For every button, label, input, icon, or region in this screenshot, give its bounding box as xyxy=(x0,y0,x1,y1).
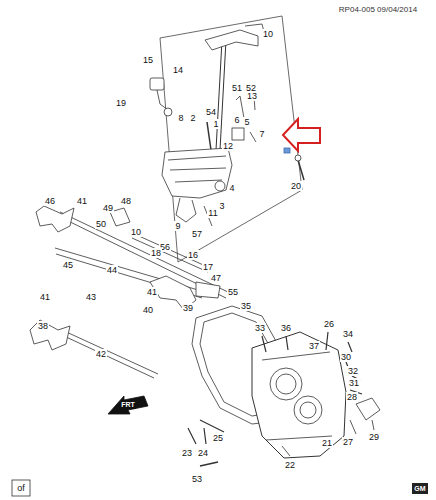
direction-label: FRT xyxy=(120,401,136,409)
callout-number: 55 xyxy=(227,287,239,297)
washer xyxy=(215,181,225,191)
callout-number: 29 xyxy=(368,432,380,442)
dowel xyxy=(282,446,290,456)
callout-number: 3 xyxy=(218,201,225,211)
callout-number: 54 xyxy=(205,107,217,117)
callout-number: 46 xyxy=(44,196,56,206)
callout-number: 41 xyxy=(76,196,88,206)
callout-number: 41 xyxy=(146,287,158,297)
callout-number: 50 xyxy=(95,219,107,229)
callout-number: 57 xyxy=(191,229,203,239)
sensor-wire xyxy=(157,90,168,110)
housing-ribs xyxy=(168,156,226,182)
callout-number: 15 xyxy=(142,55,154,65)
callout-number: 22 xyxy=(284,460,296,470)
sensor xyxy=(150,78,164,90)
callout-number: 19 xyxy=(115,98,127,108)
callout-number: 25 xyxy=(212,433,224,443)
pin xyxy=(207,122,211,150)
callout-number: 48 xyxy=(120,196,132,206)
bearing-bore xyxy=(276,374,296,394)
callout-number: 21 xyxy=(321,438,333,448)
callout-number: 32 xyxy=(347,366,359,376)
brand-logo: GM xyxy=(412,483,427,494)
callout-number: 4 xyxy=(228,183,235,193)
callout-number: 1 xyxy=(212,119,219,129)
callout-number: 9 xyxy=(174,221,181,231)
callout-number: 51 xyxy=(231,83,243,93)
assembly-panel xyxy=(160,16,302,262)
callout-number: 31 xyxy=(348,378,360,388)
shift-rail xyxy=(62,330,158,378)
highlighted-part xyxy=(284,148,290,153)
callout-number: 20 xyxy=(290,181,302,191)
lever-top xyxy=(205,30,258,50)
callout-number: 26 xyxy=(323,319,335,329)
callout-number: 41 xyxy=(39,292,51,302)
callout-number: 24 xyxy=(197,448,209,458)
callout-number: 23 xyxy=(181,448,193,458)
callout-number: 53 xyxy=(191,474,203,484)
case-ribs xyxy=(262,352,332,440)
callout-number: 8 xyxy=(177,113,184,123)
page-icon xyxy=(12,480,30,496)
callout-number: 39 xyxy=(182,303,194,313)
callout-number: 44 xyxy=(106,265,118,275)
callout-number: 45 xyxy=(62,260,74,270)
bolt-head xyxy=(295,155,301,161)
callout-number: 12 xyxy=(222,141,234,151)
callout-number: 14 xyxy=(172,65,184,75)
shift-fork xyxy=(30,320,70,350)
callout-number: 6 xyxy=(233,115,240,125)
icon-label: of xyxy=(16,483,26,493)
bearing-bore xyxy=(270,368,302,400)
tower-housing xyxy=(162,148,232,198)
callout-number: 33 xyxy=(254,323,266,333)
callout-number: 35 xyxy=(240,301,252,311)
callout-number: 7 xyxy=(258,129,265,139)
callout-number: 10 xyxy=(130,227,142,237)
callout-number: 38 xyxy=(37,321,49,331)
callout-number: 10 xyxy=(262,29,274,39)
plugs xyxy=(188,420,224,444)
bearing-bore xyxy=(294,396,322,424)
rail-end xyxy=(196,282,220,298)
pin xyxy=(250,132,256,142)
callout-number: 16 xyxy=(187,250,199,260)
callout-number: 30 xyxy=(340,352,352,362)
callout-number: 40 xyxy=(142,305,154,315)
callout-number: 36 xyxy=(280,323,292,333)
shift-lever xyxy=(216,40,226,150)
callout-number: 52 xyxy=(245,83,257,93)
callout-number: 34 xyxy=(342,329,354,339)
bolt xyxy=(200,462,218,466)
callout-number: 5 xyxy=(243,117,250,127)
front-arrow xyxy=(108,396,148,414)
callout-number: 42 xyxy=(95,349,107,359)
bolt xyxy=(298,160,304,180)
callout-number: 49 xyxy=(102,203,114,213)
callout-number: 18 xyxy=(150,248,162,258)
shift-rail xyxy=(60,212,228,298)
bushing xyxy=(232,128,244,140)
callout-number: 37 xyxy=(308,341,320,351)
bearing-bore xyxy=(300,402,316,418)
lever-finger xyxy=(176,198,196,222)
bolts xyxy=(262,332,362,394)
callout-number: 11 xyxy=(207,208,218,218)
callout-number: 47 xyxy=(210,273,222,283)
callout-number: 2 xyxy=(189,113,196,123)
callout-number: 28 xyxy=(346,392,358,402)
sensor-plug xyxy=(164,108,172,116)
lever-bracket xyxy=(356,398,380,420)
highlight-arrow xyxy=(283,119,320,151)
callout-number: 43 xyxy=(85,292,97,302)
shift-fork xyxy=(36,206,74,232)
callout-number: 27 xyxy=(342,437,354,447)
callout-number: 17 xyxy=(202,262,214,272)
drawing-code: RP04-005 09/04/2014 xyxy=(338,5,418,15)
